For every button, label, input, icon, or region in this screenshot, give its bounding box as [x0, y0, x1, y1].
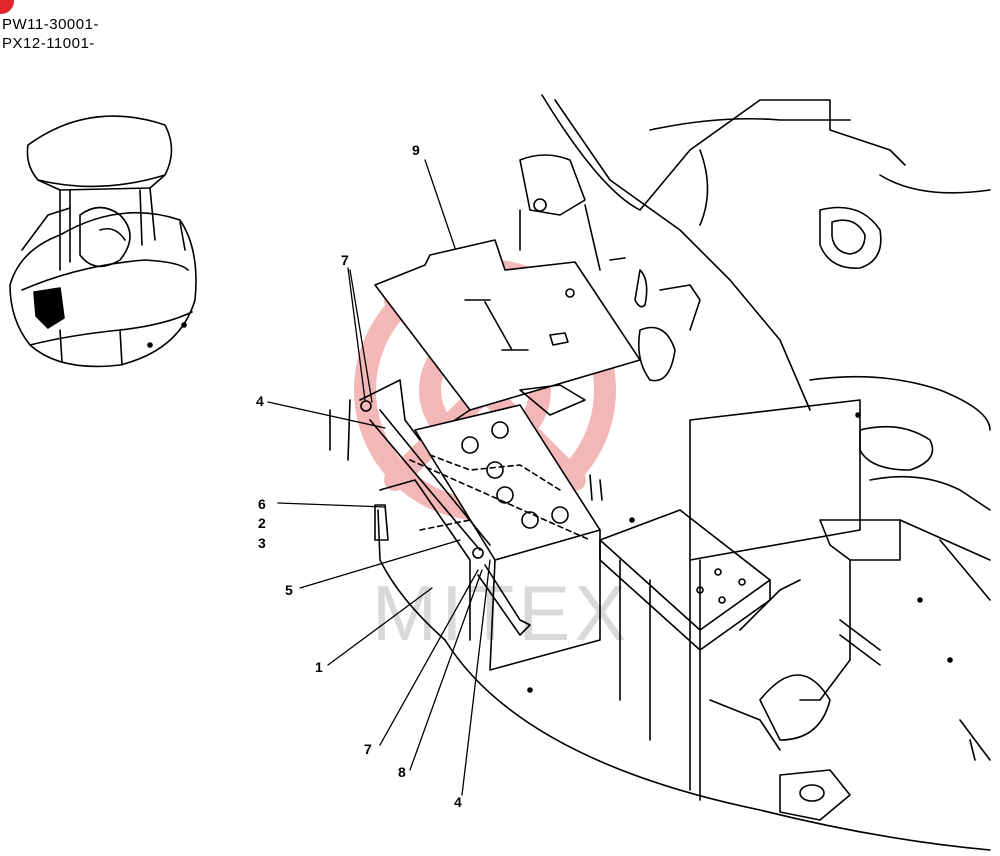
serial-range-2: PX12-11001- — [2, 35, 95, 52]
callout-6: 6 — [258, 496, 266, 512]
callout-4-top: 4 — [256, 393, 264, 409]
serial-range-1: PW11-30001- — [2, 16, 99, 33]
leader-lines — [267, 159, 491, 796]
callout-2: 2 — [258, 515, 266, 531]
battery-assembly — [329, 379, 603, 671]
callout-5: 5 — [285, 582, 293, 598]
upper-frame — [377, 94, 991, 851]
callout-4-bottom: 4 — [454, 794, 462, 810]
cover-plate — [374, 239, 641, 421]
machine-overview-inset — [9, 115, 197, 368]
callout-7-bottom: 7 — [364, 741, 372, 757]
callout-7-top: 7 — [341, 252, 349, 268]
callout-9: 9 — [412, 142, 420, 158]
callout-8: 8 — [398, 764, 406, 780]
callout-labels: 9 7 4 6 2 3 5 1 7 8 4 — [256, 142, 462, 810]
callout-1: 1 — [315, 659, 323, 675]
watermark-text: MITEX — [372, 569, 630, 657]
callout-3: 3 — [258, 535, 266, 551]
